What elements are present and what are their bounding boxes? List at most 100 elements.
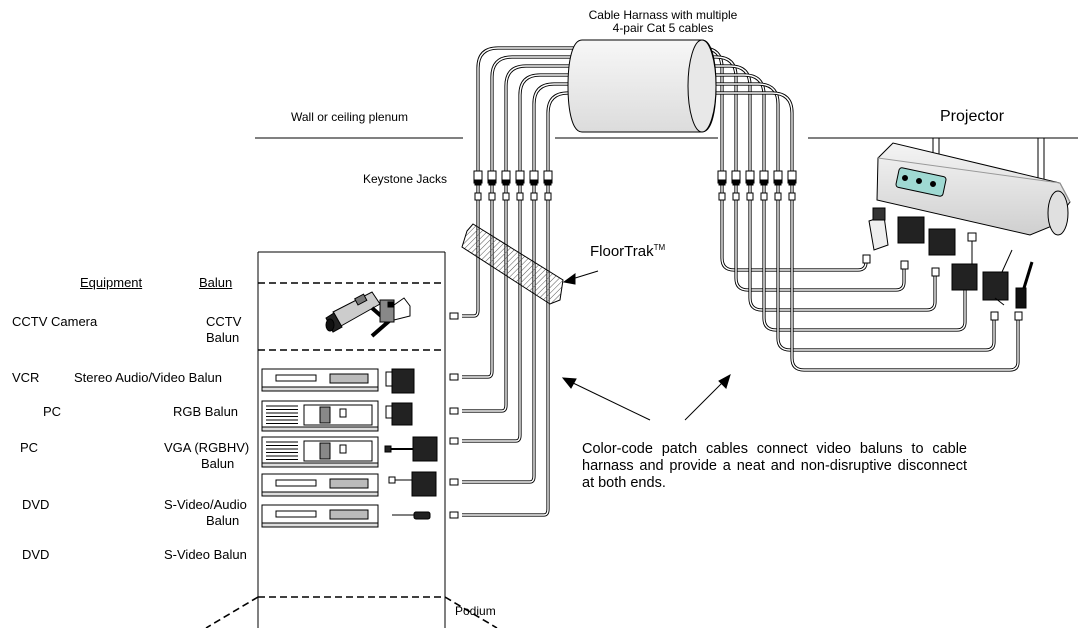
patch-cable-note: Color-code patch cables connect video ba… <box>582 441 967 491</box>
balun-plug <box>384 445 392 453</box>
balun-icon <box>391 368 415 394</box>
keystone-jack-port <box>760 179 768 186</box>
drive-slot <box>319 442 331 460</box>
header-balun: Balun <box>199 275 233 290</box>
balun-icon <box>413 511 431 520</box>
balun-plug <box>388 476 396 484</box>
patch-plug-right <box>990 311 999 321</box>
patch-plug <box>530 192 538 201</box>
patch-plug-left <box>449 407 459 415</box>
equipment-unit-base <box>261 462 379 468</box>
drive-bay <box>303 440 373 462</box>
keystone-jack-port <box>544 179 552 186</box>
tape-slot <box>275 479 317 487</box>
patch-plug-right <box>931 267 940 277</box>
keystone-jacks <box>473 170 797 201</box>
cable-inner <box>462 47 867 317</box>
balun-connector <box>385 371 393 387</box>
keystone-jack-port <box>474 179 482 186</box>
balun-svideo-audio-line2: Balun <box>206 513 240 528</box>
header-equipment: Equipment <box>80 275 143 290</box>
equipment-vcr: VCR <box>12 370 40 385</box>
equipment-unit-base <box>261 426 379 432</box>
cable-inner <box>462 92 1019 516</box>
patch-plug-left <box>449 478 459 486</box>
keystone-jack-port <box>788 179 796 186</box>
cable-outline <box>462 73 967 443</box>
patch-plug-left <box>449 437 459 445</box>
cctv-camera-icon <box>325 291 411 338</box>
keystone-label: Keystone Jacks <box>363 172 448 186</box>
patch-plug <box>474 192 482 201</box>
balun-icon <box>391 402 413 426</box>
patch-plug <box>488 192 496 201</box>
patch-plug <box>788 192 796 201</box>
balun-cctv-line2: Balun <box>206 330 240 345</box>
drive-bay <box>303 404 373 426</box>
equipment-dvd-svideo: DVD <box>22 547 50 562</box>
keystone-jack-port <box>774 179 782 186</box>
equipment-unit-base <box>261 522 379 528</box>
display-panel <box>329 478 369 489</box>
display-panel <box>329 373 369 384</box>
cable-inner <box>462 56 905 378</box>
floortrak-name: FloorTrak <box>590 243 654 260</box>
keystone-jack-port <box>516 179 524 186</box>
projector-baluns <box>868 207 1034 309</box>
drive-button <box>339 444 347 454</box>
harness-label-line1: Cable Harnass with multiple <box>588 8 738 22</box>
balun-stereo-av: Stereo Audio/Video Balun <box>74 370 222 385</box>
tape-slot <box>275 374 317 382</box>
projector-label: Projector <box>940 108 1005 125</box>
patch-plug-right <box>900 260 909 270</box>
rack-balun-icons <box>384 254 1023 520</box>
patch-plug <box>732 192 740 201</box>
balun-svideo: S-Video Balun <box>164 547 247 562</box>
projector-icon <box>876 142 1071 236</box>
equipment-dvd-svideo-audio: DVD <box>22 497 50 512</box>
podium-label: Podium <box>455 604 496 618</box>
patch-plug <box>516 192 524 201</box>
patch-plug <box>760 192 768 201</box>
equipment-pc-vga: PC <box>20 440 39 455</box>
keystone-jack-port <box>488 179 496 186</box>
annotation-arrows <box>561 270 731 421</box>
balun-vga-line2: Balun <box>201 456 235 471</box>
balun-icon <box>411 471 437 497</box>
equipment-cctv-camera: CCTV Camera <box>12 314 98 329</box>
projector-mount <box>932 138 1045 180</box>
balun-svideo-audio-line1: S-Video/Audio <box>164 497 247 512</box>
equipment-unit-base <box>261 491 379 497</box>
patch-plug <box>774 192 782 201</box>
patch-plug-left <box>449 312 459 320</box>
patch-plug-right <box>1014 311 1023 321</box>
patch-plug <box>718 192 726 201</box>
plenum-label: Wall or ceiling plenum <box>291 110 408 124</box>
patch-plug <box>544 192 552 201</box>
cable-inner <box>462 74 966 442</box>
drive-slot <box>319 406 331 424</box>
patch-plug <box>502 192 510 201</box>
drive-button <box>339 408 347 418</box>
balun-connector <box>385 405 393 419</box>
equipment-rack <box>205 251 498 628</box>
keystone-jack-port <box>530 179 538 186</box>
floortrak-channel <box>461 223 564 305</box>
patch-plug-right <box>862 254 871 264</box>
display-panel <box>329 509 369 520</box>
balun-rgb: RGB Balun <box>173 404 239 419</box>
balun-cctv-line1: CCTV <box>206 314 242 329</box>
balun-icon <box>412 436 438 462</box>
floortrak-label: FloorTrakTM <box>590 240 665 259</box>
harness-label-line2: 4-pair Cat 5 cables <box>612 21 714 35</box>
rack-equipment <box>261 368 379 528</box>
keystone-jack-port <box>502 179 510 186</box>
keystone-jack-port <box>746 179 754 186</box>
tape-slot <box>275 510 317 518</box>
patch-plug-left <box>449 511 459 519</box>
equipment-pc-rgb: PC <box>43 404 62 419</box>
keystone-jack-port <box>718 179 726 186</box>
keystone-jack-port <box>732 179 740 186</box>
